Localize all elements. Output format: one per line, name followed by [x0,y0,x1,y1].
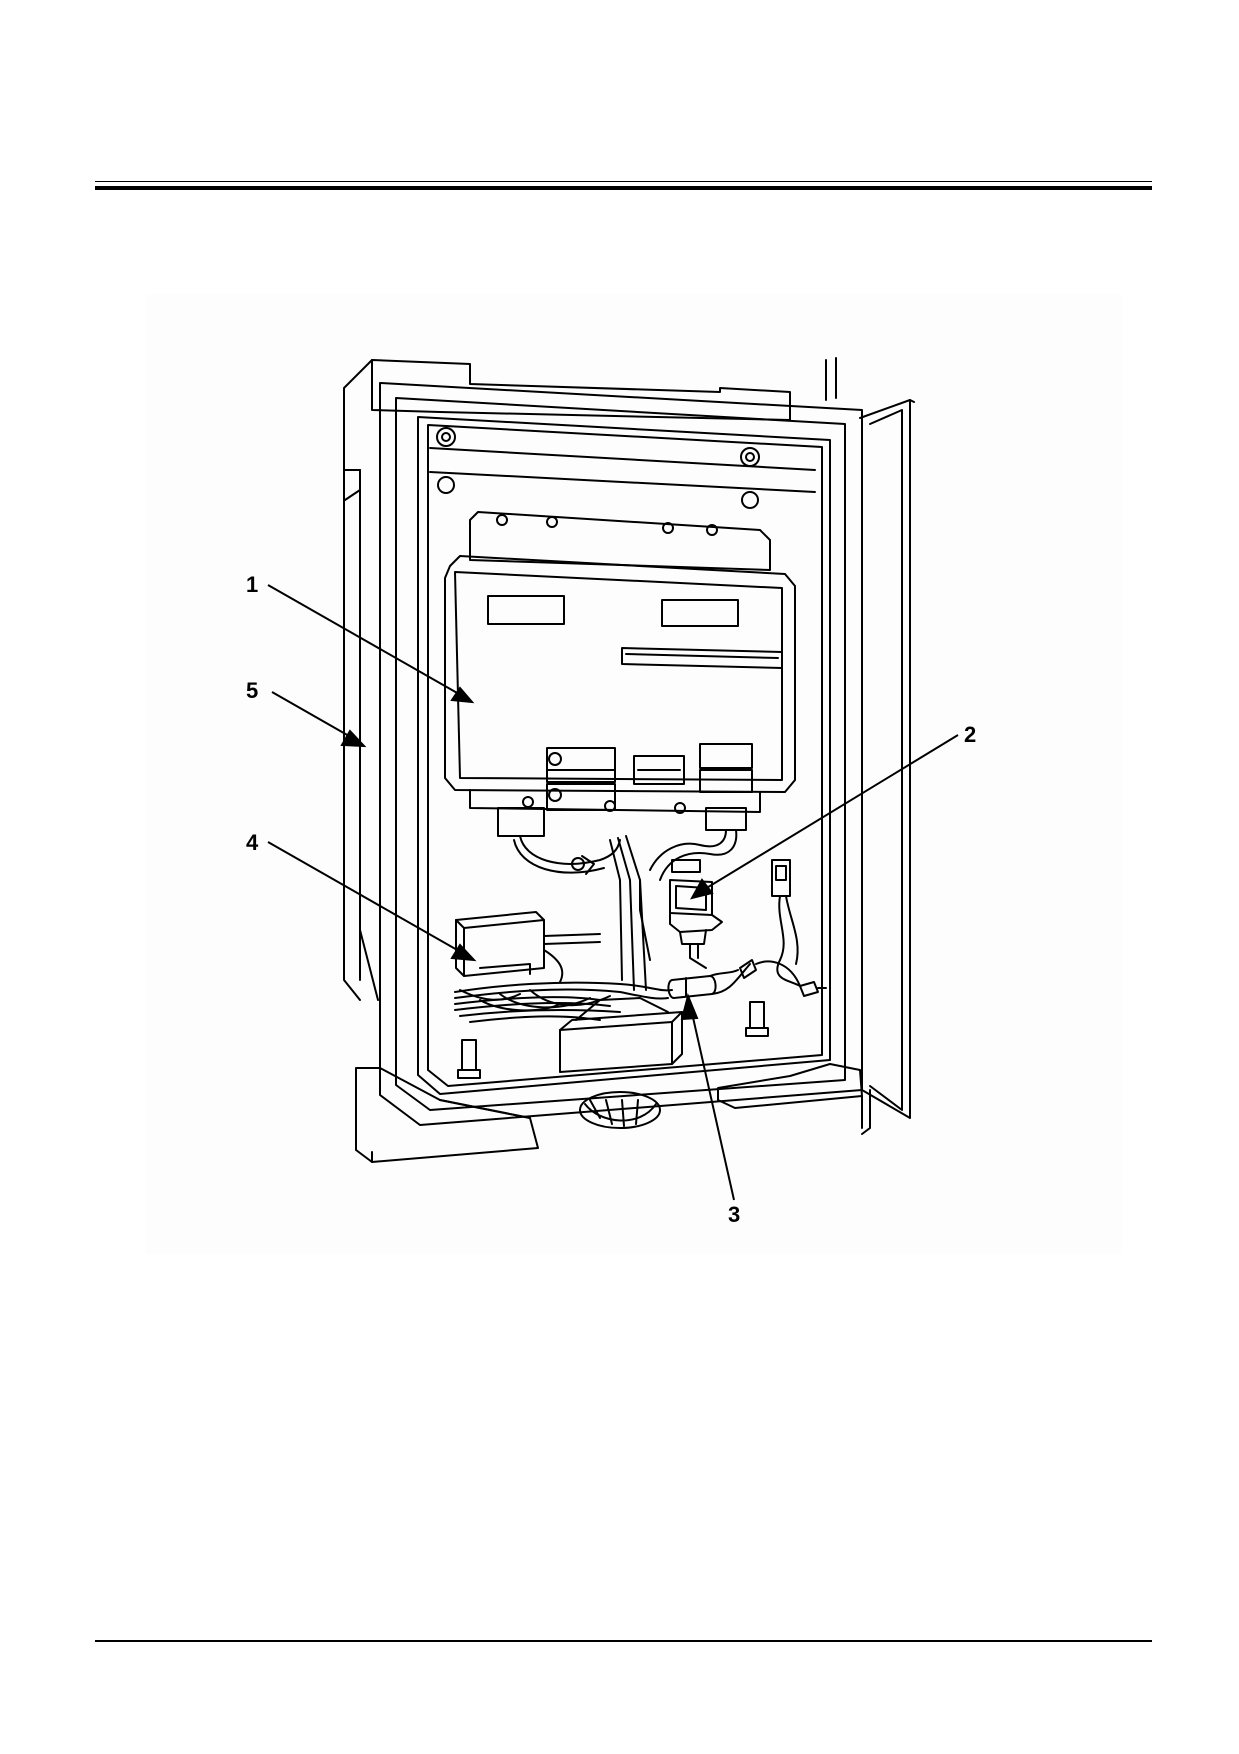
wiring-harness [519,835,621,865]
arrowhead-5 [340,729,367,748]
leader-5 [271,691,357,741]
bolt [436,427,456,447]
callout-2: 2 [964,722,977,747]
arrowhead-4 [450,943,477,962]
callout-1: 1 [246,572,259,597]
leader-4 [267,841,467,956]
arrowhead-3 [680,992,699,1021]
cabinet-opening [417,416,831,1095]
callout-3: 3 [728,1202,741,1227]
cabinet-frame [379,382,863,1126]
control-module [455,911,545,977]
cabinet-door [859,399,911,1119]
side-connector [771,859,791,897]
ecm-bracket [469,511,771,571]
callout-4: 4 [246,830,259,855]
terminal-block [559,1021,673,1073]
ecm-body [444,555,796,793]
mounting-foot-right [717,1063,863,1109]
mounting-foot-left [355,1067,539,1163]
arrowhead-2 [690,878,714,900]
arrowhead-1 [450,686,475,704]
bolt [740,447,760,467]
header-rule-thin [95,181,1152,182]
inline-connector [667,975,717,999]
header-rule-thick [95,186,1152,190]
cabinet-shell [371,359,791,421]
bolt [741,491,759,509]
stud-left [461,1039,477,1071]
leader-2 [699,734,959,893]
bolt [437,476,455,494]
callout-5: 5 [246,678,259,703]
leader-3 [689,1003,735,1201]
stud-right [749,1001,765,1029]
footer-rule [95,1640,1152,1642]
leader-1 [267,584,467,699]
